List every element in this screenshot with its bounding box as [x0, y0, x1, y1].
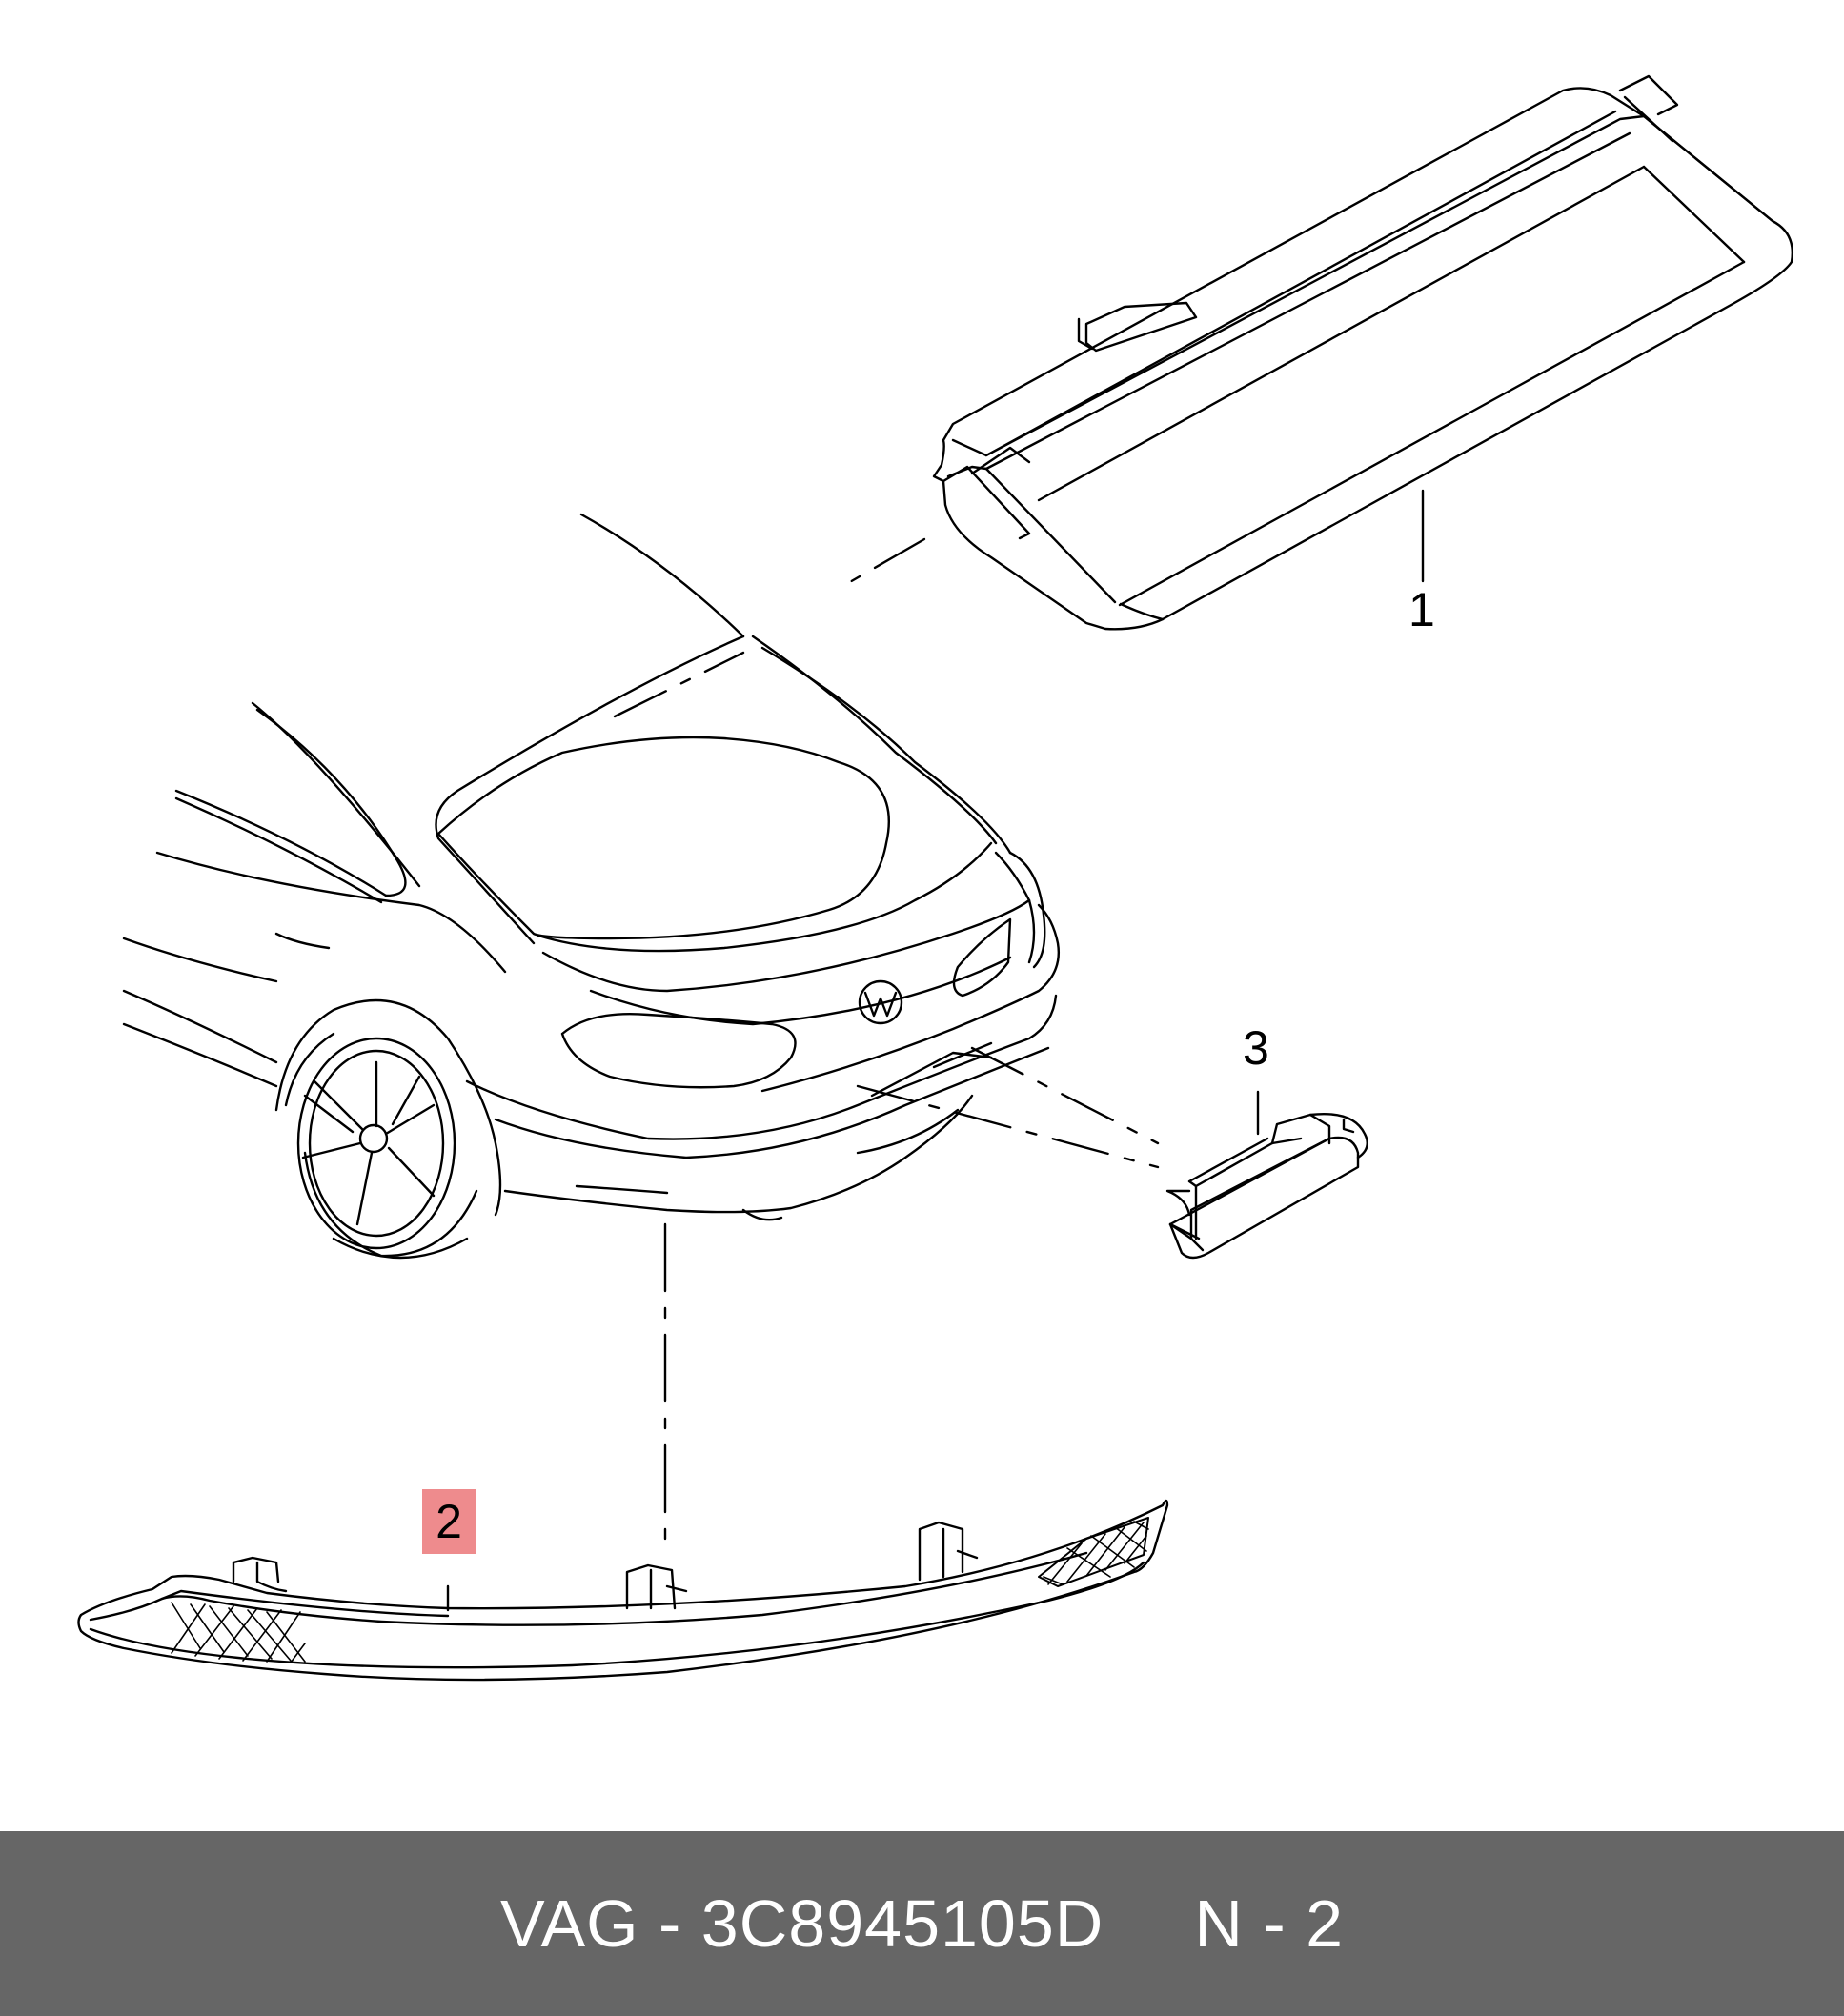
- parts-diagram: [77, 74, 1793, 1682]
- callout-part-3[interactable]: 3: [1243, 1021, 1269, 1075]
- callout-part-1[interactable]: 1: [1408, 583, 1435, 636]
- part-3-plate-light: [1165, 1090, 1368, 1260]
- footer-bar: VAG - 3C8945105D N - 2: [0, 1831, 1844, 2016]
- part-2-rear-reflector: [77, 1499, 1169, 1682]
- callout-part-2-highlighted[interactable]: 2: [422, 1489, 476, 1554]
- part-1-third-brake-light: [846, 74, 1793, 631]
- footer-part-number: VAG - 3C8945105D: [499, 1886, 1104, 1961]
- footer-position-label: N - 2: [1194, 1886, 1345, 1961]
- vehicle-rear-outline: [122, 513, 1160, 1550]
